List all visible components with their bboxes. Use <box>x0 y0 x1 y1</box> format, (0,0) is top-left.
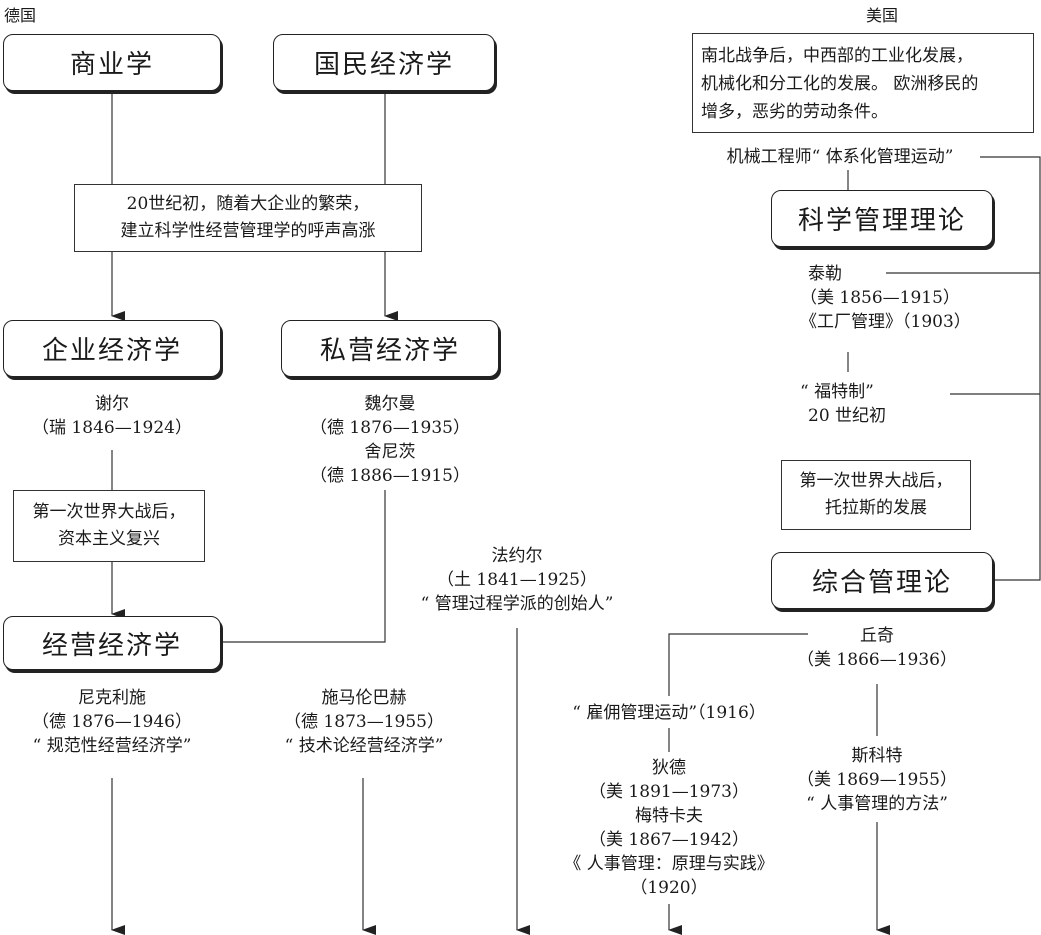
box-integrated-management: 综合管理论 <box>771 552 993 609</box>
note-us-background: 南北战争后，中西部的工业化发展， 机械化和分工化的发展。 欧洲移民的 增多，恶劣… <box>692 33 1034 133</box>
note-post-war-usa: 第一次世界大战后， 托拉斯的发展 <box>781 460 971 530</box>
person-nicklisch: 尼克利施 （德 1876—1946） “ 规范性经营经济学” <box>32 688 192 756</box>
person-schmalenbach: 施马伦巴赫 （德 1873—1955） “ 技术论经营经济学” <box>284 688 444 756</box>
person-fayol: 法约尔 （土 1841—1925） “ 管理过程学派的创始人” <box>420 546 614 614</box>
note-early-20th-century: 20世纪初，随着大企业的繁荣， 建立科学性经营管理学的呼声高涨 <box>74 184 422 252</box>
region-label-usa: 美国 <box>866 6 899 25</box>
region-label-germany: 德国 <box>4 6 37 25</box>
person-tead-metcalf: 狄德 （美 1891—1973） 梅特卡夫 （美 1867—1942） 《 人事… <box>564 758 774 898</box>
person-weyermann-schoenitz: 魏尔曼 （德 1876—1935） 舍尼茨 （德 1886—1915） <box>310 394 470 486</box>
box-business-economics: 经营经济学 <box>3 616 221 670</box>
person-taylor: 泰勒 （美 1856—1915） 《工厂管理》（1903） <box>800 264 971 332</box>
note-post-war-germany: 第一次世界大战后， 资本主义复兴 <box>13 490 205 562</box>
person-scott: 斯科特 （美 1869—1955） “ 人事管理的方法” <box>797 746 957 814</box>
person-church: 丘奇 （美 1866—1936） <box>797 626 957 670</box>
box-private-economics: 私营经济学 <box>281 320 499 377</box>
text-fordism: “ 福特制” 20 世纪初 <box>800 382 887 426</box>
text-employment-management-movement: “ 雇佣管理运动”（1916） <box>572 703 766 723</box>
box-national-economics: 国民经济学 <box>273 34 495 91</box>
person-schaer: 谢尔 （瑞 1846—1924） <box>32 394 192 438</box>
box-scientific-management: 科学管理理论 <box>771 190 993 247</box>
box-enterprise-economics: 企业经济学 <box>3 320 221 377</box>
text-mechanical-engineers-movement: 机械工程师“ 体系化管理运动” <box>726 147 954 167</box>
box-commerce: 商业学 <box>3 34 221 91</box>
